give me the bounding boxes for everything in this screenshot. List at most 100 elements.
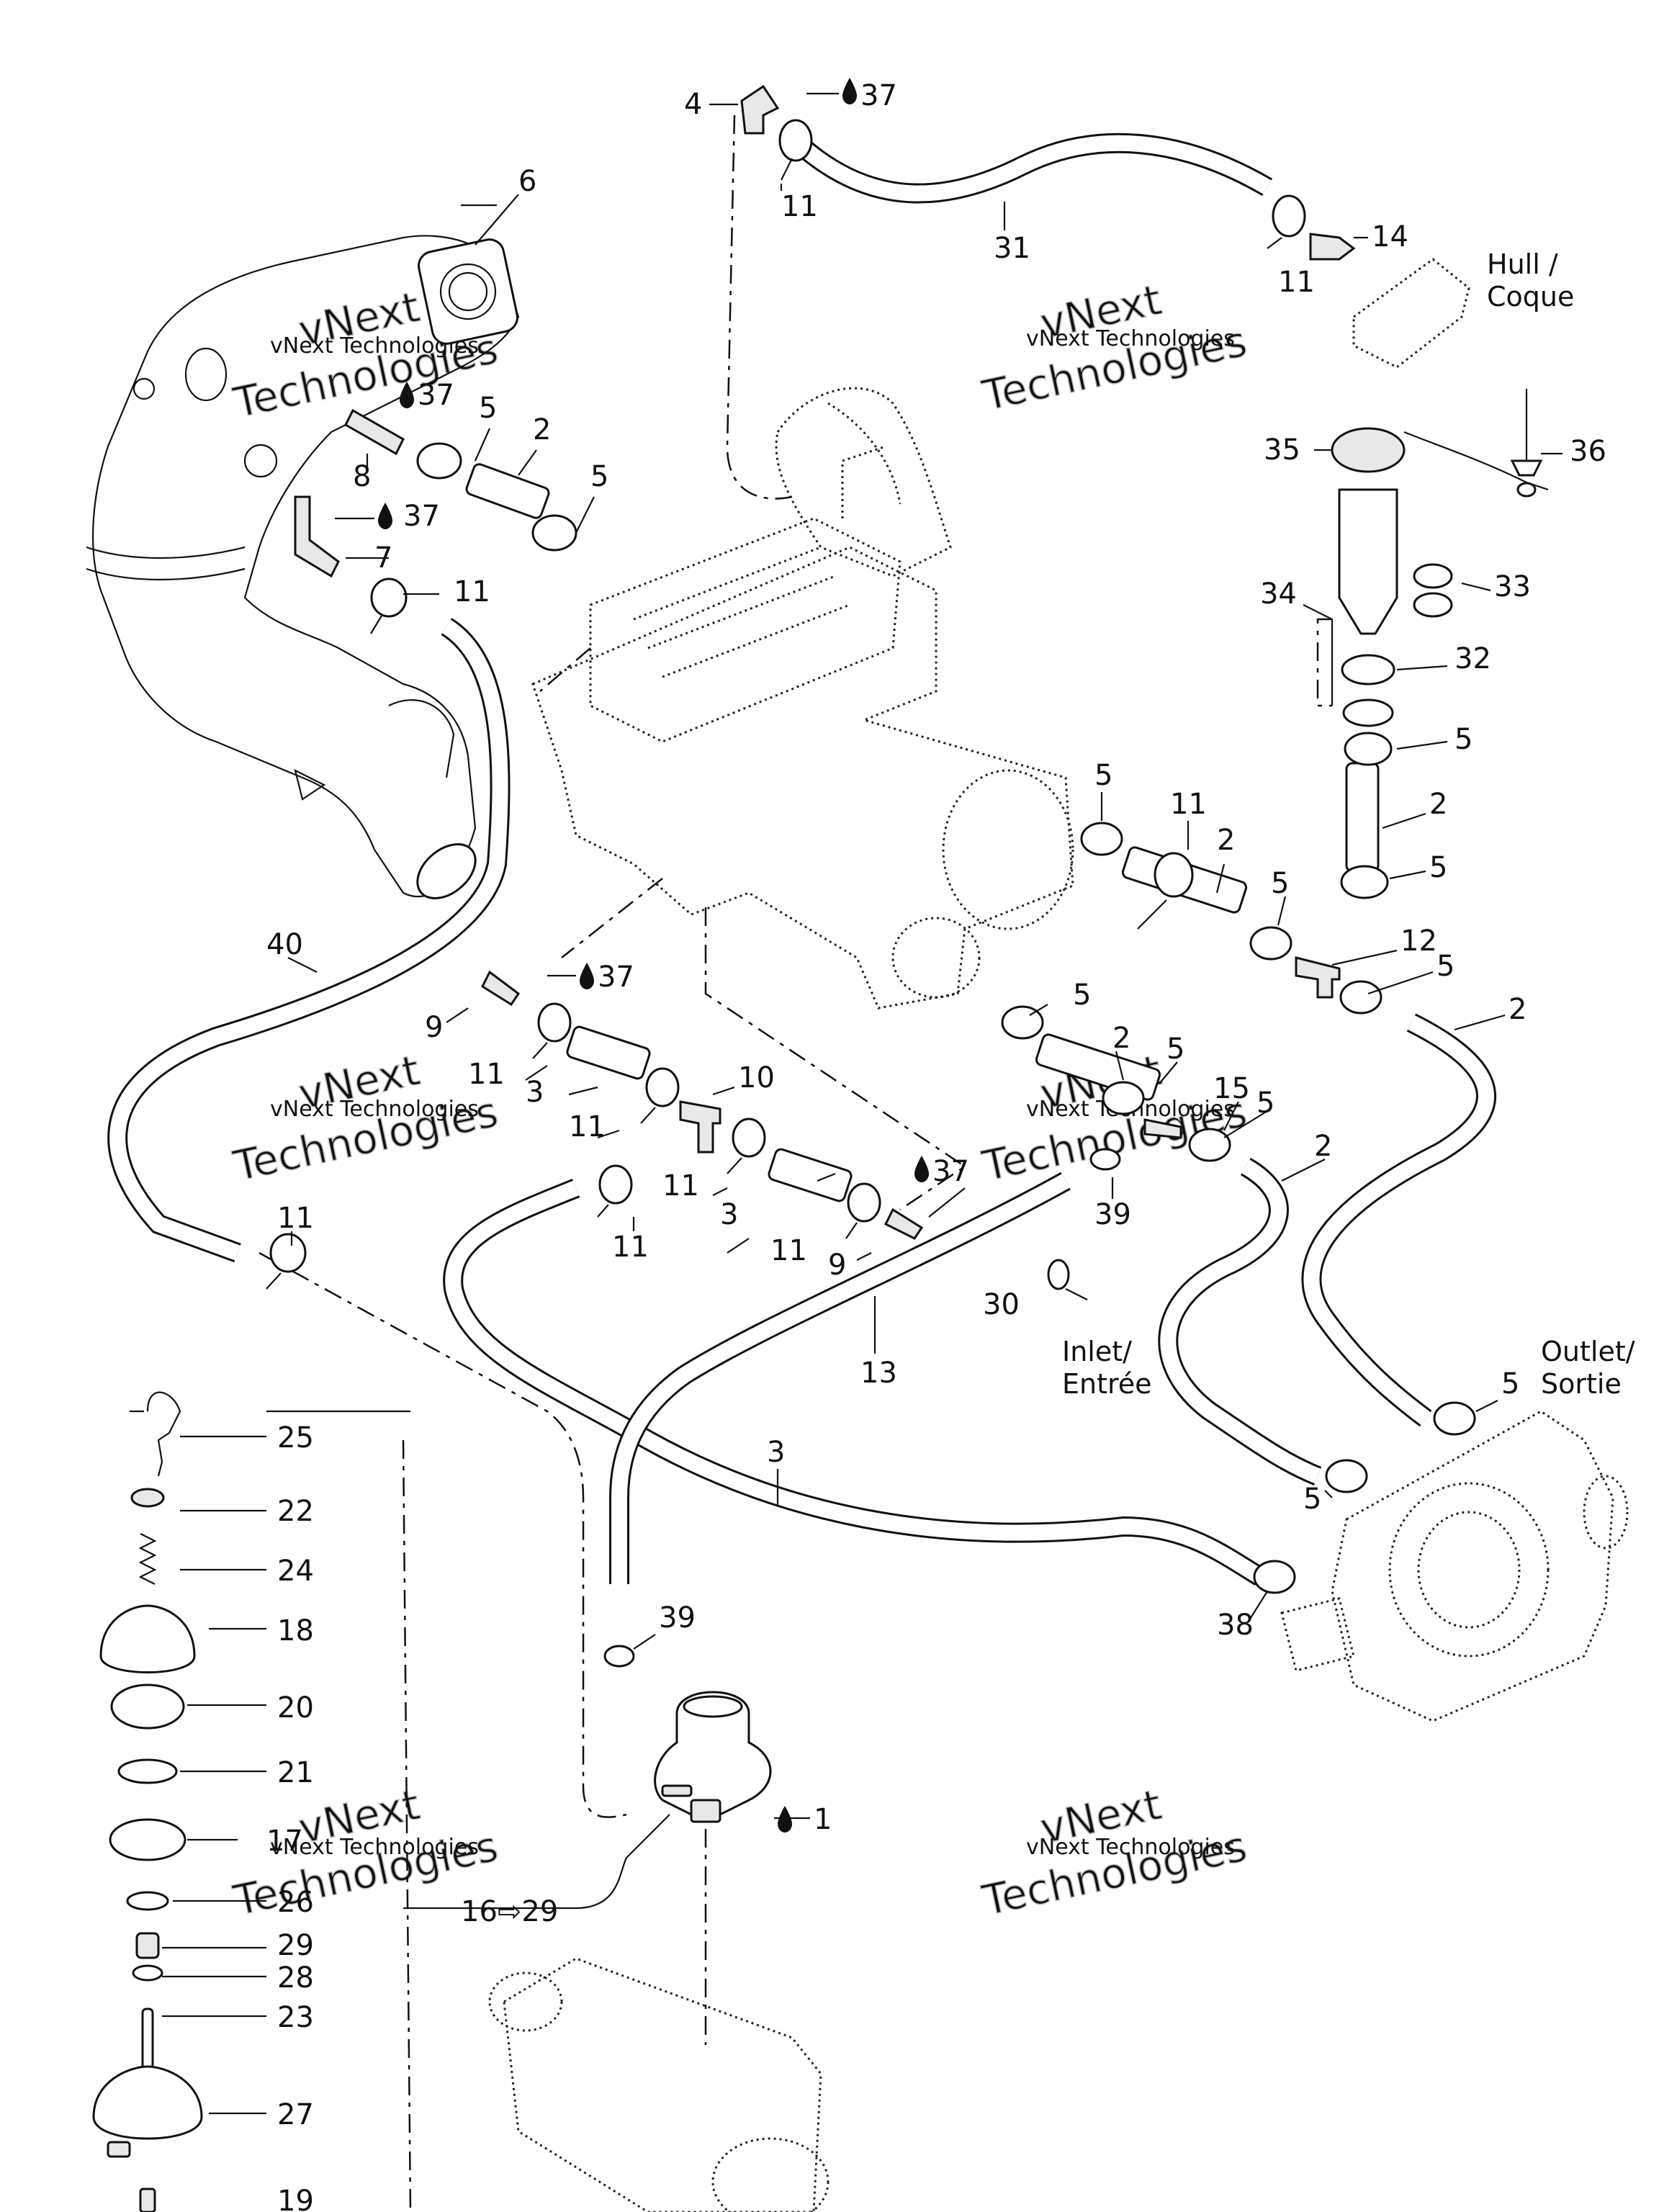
clamp-11 — [645, 1067, 680, 1107]
clamp-11 — [370, 577, 408, 618]
oil-drop-icon-group — [378, 78, 929, 1833]
elbow-fitting-7 — [294, 495, 340, 578]
hose-2-inlet — [1158, 1157, 1322, 1485]
watermark-line: vNext Technologies — [1026, 1835, 1235, 1860]
callout: 28 — [277, 1961, 314, 1995]
diaphragm-cover-18 — [99, 1604, 196, 1673]
callout: 27 — [277, 2098, 314, 2131]
callout: 11 — [454, 575, 490, 608]
filler-neck-34 — [1338, 488, 1398, 635]
brand-logo — [294, 768, 326, 801]
outlet-label-line1: Outlet/ — [1541, 1336, 1635, 1367]
manifold-outlet — [416, 843, 477, 899]
callout: 11 — [1278, 266, 1315, 299]
callout: 36 — [1570, 435, 1606, 468]
jet-pump-housing — [1280, 1410, 1629, 1722]
diaphragm-20 — [110, 1683, 185, 1730]
callout: 3 — [767, 1436, 785, 1469]
chain-ring — [1516, 482, 1537, 498]
oil-drop-icon — [580, 963, 594, 989]
callout: 3 — [526, 1076, 544, 1109]
fitting-19 — [139, 2188, 156, 2212]
outlet-label-line2: Sortie — [1541, 1368, 1622, 1400]
watermark-bottom-right: vNext Technologies vNext Technologies — [977, 1779, 1251, 1925]
circlip-26 — [126, 1891, 169, 1911]
clamp-5 — [1249, 926, 1292, 961]
callout: 5 — [1271, 867, 1289, 900]
callout: 6 — [518, 165, 536, 198]
callout: 16⇨29 — [461, 1895, 558, 1928]
hose-2-outlet — [1301, 1013, 1496, 1427]
nut — [1342, 698, 1394, 727]
clamp-11 — [269, 1233, 307, 1273]
clamp-21 — [117, 1758, 178, 1784]
callout: 20 — [277, 1691, 314, 1725]
callout: 9 — [828, 1249, 846, 1282]
callout: 22 — [277, 1495, 314, 1528]
callout: 5 — [1094, 759, 1112, 792]
engine-lower — [488, 1957, 830, 2212]
callout: 35 — [1264, 433, 1300, 467]
callout: 37 — [932, 1155, 969, 1188]
oil-drop-icon — [378, 503, 392, 529]
fitting-8 — [344, 408, 405, 456]
clamp-5 — [1433, 1401, 1476, 1436]
callout: 8 — [353, 460, 371, 493]
o-ring-33 — [1413, 592, 1453, 618]
seal-17 — [109, 1818, 186, 1861]
callout: 11 — [781, 190, 818, 223]
callout: 21 — [277, 1756, 314, 1789]
hose-2-top — [465, 463, 550, 519]
callout: 5 — [1437, 950, 1455, 983]
callout: 5 — [1429, 851, 1447, 884]
callout: 5 — [1073, 979, 1091, 1012]
callout: 5 — [1501, 1367, 1519, 1401]
callout: 2 — [1509, 993, 1527, 1026]
valve-parts-column — [92, 1391, 203, 2212]
clamp-11 — [1272, 194, 1306, 238]
callout: 2 — [533, 413, 551, 446]
hull-plate — [1352, 258, 1470, 369]
callout: 34 — [1260, 577, 1297, 611]
cap-22 — [130, 1488, 165, 1508]
callout: 26 — [277, 1886, 314, 1919]
callout: 4 — [684, 88, 702, 121]
manifold-flange — [418, 238, 518, 345]
callout: 5 — [1303, 1483, 1321, 1516]
clamp-5 — [1339, 980, 1382, 1015]
fitting-9 — [884, 1208, 924, 1240]
filler-cap-35 — [1331, 427, 1406, 473]
rivet-36 — [1510, 459, 1543, 477]
watermark-top-right: vNext Technologies vNext Technologies — [977, 274, 1251, 421]
callout: 2 — [1217, 824, 1235, 857]
callout: 5 — [1256, 1087, 1274, 1120]
callout: 23 — [277, 2001, 314, 2034]
engine-block — [531, 387, 1074, 1010]
callout: 24 — [277, 1555, 314, 1588]
callout: 3 — [720, 1198, 738, 1231]
callout: 17 — [266, 1825, 303, 1858]
clamp-5 — [1080, 822, 1123, 856]
callout: 12 — [1401, 925, 1437, 958]
oil-drop-icon — [914, 1156, 929, 1182]
clamp-11 — [732, 1118, 766, 1158]
clamp-11 — [1154, 852, 1194, 898]
callout: 11 — [770, 1234, 807, 1267]
callout: 15 — [1213, 1072, 1250, 1105]
leader-lines — [162, 92, 1563, 2115]
callout: 18 — [277, 1614, 314, 1647]
callout: 5 — [1166, 1033, 1184, 1066]
valve-assembly — [654, 1691, 772, 1823]
callout: 37 — [598, 961, 634, 994]
tie-wrap-30 — [1047, 1259, 1070, 1290]
callout: 29 — [277, 1929, 314, 1962]
hose-3-short — [566, 1025, 853, 1202]
callout: 5 — [590, 460, 608, 493]
clamp-5 — [416, 442, 462, 480]
callout: 19 — [277, 2185, 314, 2212]
callout: 30 — [983, 1288, 1020, 1321]
valve-body-27 — [92, 2065, 203, 2140]
hose-40 — [107, 618, 511, 1263]
callout: 2 — [1112, 1022, 1130, 1055]
